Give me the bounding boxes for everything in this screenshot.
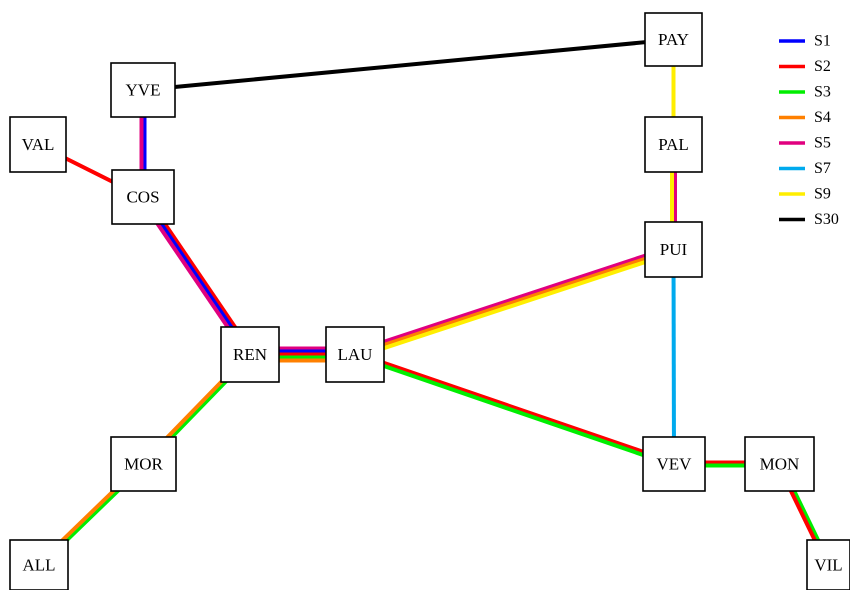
stations: PAY YVE VAL COS PAL PUI REN LAU MOR VEV MON ALL VIL xyxy=(9,12,850,590)
legend-item-s5: S5 xyxy=(779,135,831,152)
station-label-mor: MOR xyxy=(124,455,163,474)
station-label-pay: PAY xyxy=(658,30,689,49)
legend-item-s7: S7 xyxy=(779,160,831,177)
station-box-mor xyxy=(110,436,177,492)
legend-item-s3: S3 xyxy=(779,84,831,101)
segment-lau-vev xyxy=(353,351,676,468)
station-label-vev: VEV xyxy=(657,455,693,474)
station-box-mon xyxy=(744,436,815,492)
legend-item-s4: S4 xyxy=(779,109,831,126)
route-s4-lau-pui xyxy=(354,247,675,357)
station-mon: MON xyxy=(744,436,815,492)
station-label-vil: VIL xyxy=(814,556,842,575)
legend-label-s7: S7 xyxy=(814,160,831,177)
legend-label-s9: S9 xyxy=(814,186,831,203)
route-s30-yve-pay xyxy=(142,37,674,92)
station-pal: PAL xyxy=(644,116,703,173)
station-box-vev xyxy=(642,436,706,492)
station-cos: COS xyxy=(111,169,175,225)
station-val: VAL xyxy=(9,116,67,173)
station-box-val xyxy=(9,116,67,173)
legend-item-s30: S30 xyxy=(779,211,839,228)
station-box-pay xyxy=(644,12,703,67)
station-box-yve xyxy=(110,62,176,118)
station-label-pal: PAL xyxy=(658,135,689,154)
station-label-lau: LAU xyxy=(338,345,373,364)
segment-pui-vev xyxy=(671,249,676,465)
route-s7-pui-vev xyxy=(671,249,676,465)
station-vil: VIL xyxy=(806,539,850,590)
station-label-ren: REN xyxy=(233,345,267,364)
legend-label-s30: S30 xyxy=(814,211,839,228)
station-ren: REN xyxy=(220,326,280,383)
station-mor: MOR xyxy=(110,436,177,492)
legend-item-s2: S2 xyxy=(779,58,831,75)
station-box-pui xyxy=(644,221,703,278)
station-box-vil xyxy=(806,539,850,590)
station-box-cos xyxy=(111,169,175,225)
route-s2-lau-vev xyxy=(354,351,676,465)
legend-label-s3: S3 xyxy=(814,84,831,101)
station-pay: PAY xyxy=(644,12,703,67)
station-label-cos: COS xyxy=(126,188,159,207)
route-s3-lau-vev xyxy=(353,354,675,468)
station-box-all xyxy=(9,539,69,590)
segment-lau-pui xyxy=(353,244,676,360)
station-label-val: VAL xyxy=(22,135,55,154)
station-yve: YVE xyxy=(110,62,176,118)
legend-item-s9: S9 xyxy=(779,186,831,203)
legend-label-s2: S2 xyxy=(814,58,831,75)
station-lau: LAU xyxy=(325,326,385,383)
legend-label-s5: S5 xyxy=(814,135,831,152)
station-box-pal xyxy=(644,116,703,173)
station-pui: PUI xyxy=(644,221,703,278)
legend-label-s4: S4 xyxy=(814,109,831,126)
station-vev: VEV xyxy=(642,436,706,492)
route-s9-lau-pui xyxy=(355,250,676,360)
station-box-lau xyxy=(325,326,385,383)
station-label-mon: MON xyxy=(760,455,800,474)
station-label-yve: YVE xyxy=(126,81,161,100)
route-s5-lau-pui xyxy=(353,244,674,354)
station-all: ALL xyxy=(9,539,69,590)
station-box-ren xyxy=(220,326,280,383)
station-label-all: ALL xyxy=(22,556,55,575)
station-label-pui: PUI xyxy=(660,240,688,259)
segment-yve-pay xyxy=(142,37,674,92)
legend-label-s1: S1 xyxy=(814,33,831,50)
legend-item-s1: S1 xyxy=(779,33,831,50)
